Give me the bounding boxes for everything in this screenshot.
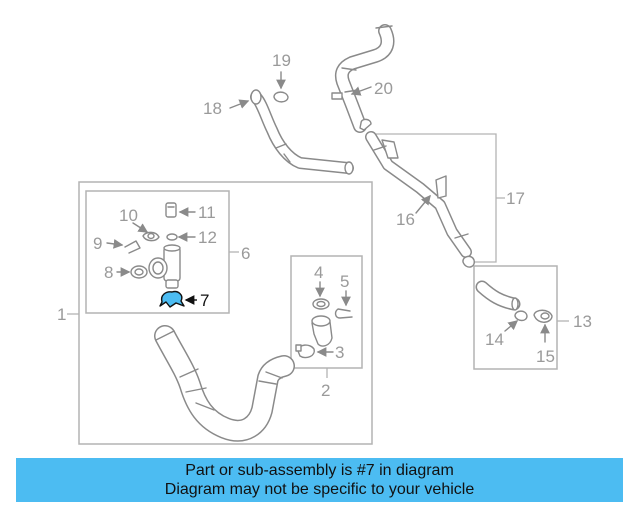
callout-13: 13	[573, 312, 592, 331]
callout-4: 4	[314, 263, 323, 282]
group-1-box	[78, 181, 373, 445]
callout-3: 3	[335, 343, 344, 362]
callout-12: 12	[198, 228, 217, 247]
part-14-clamp	[514, 310, 528, 322]
callout-15: 15	[536, 347, 555, 366]
callout-18: 18	[203, 99, 222, 118]
part-12-oring	[166, 233, 178, 241]
callout-10: 10	[119, 206, 138, 225]
group-13-box	[473, 265, 558, 370]
part-7-highlighted	[159, 290, 185, 308]
part-11-sensor	[165, 202, 177, 218]
callout-17: 17	[506, 189, 525, 208]
caption-line-1: Part or sub-assembly is #7 in diagram	[185, 462, 454, 479]
callout-19: 19	[272, 51, 291, 70]
part-3-clamp	[295, 344, 315, 359]
callout-20: 20	[374, 79, 393, 98]
callout-16: 16	[396, 210, 415, 229]
part-9-clip	[124, 240, 141, 254]
caption-line-2: Diagram may not be specific to your vehi…	[164, 481, 475, 498]
part-5-clip	[334, 308, 353, 319]
callout-5: 5	[340, 272, 349, 291]
callout-9: 9	[93, 234, 102, 253]
part-15-fitting	[533, 309, 553, 323]
upper-hose-18	[250, 89, 354, 175]
hose-13-assy	[475, 280, 521, 311]
callout-7: 7	[200, 291, 209, 310]
hose-20	[331, 24, 395, 133]
caption-banner: Part or sub-assembly is #7 in diagram Di…	[16, 458, 623, 502]
part-4-oring	[312, 298, 330, 310]
callout-2: 2	[321, 381, 330, 400]
pipe-16	[365, 131, 475, 268]
callout-11: 11	[198, 203, 216, 222]
water-outlet-elbow	[311, 315, 333, 347]
part-10-clip	[142, 231, 160, 242]
thermostat-housing	[148, 244, 181, 289]
callout-14: 14	[485, 330, 504, 349]
callout-8: 8	[104, 263, 113, 282]
callout-1: 1	[57, 305, 66, 324]
callout-6: 6	[241, 244, 250, 263]
lower-coolant-hose	[154, 325, 295, 442]
part-19-clamp	[273, 91, 289, 103]
part-8-gasket	[130, 265, 148, 279]
